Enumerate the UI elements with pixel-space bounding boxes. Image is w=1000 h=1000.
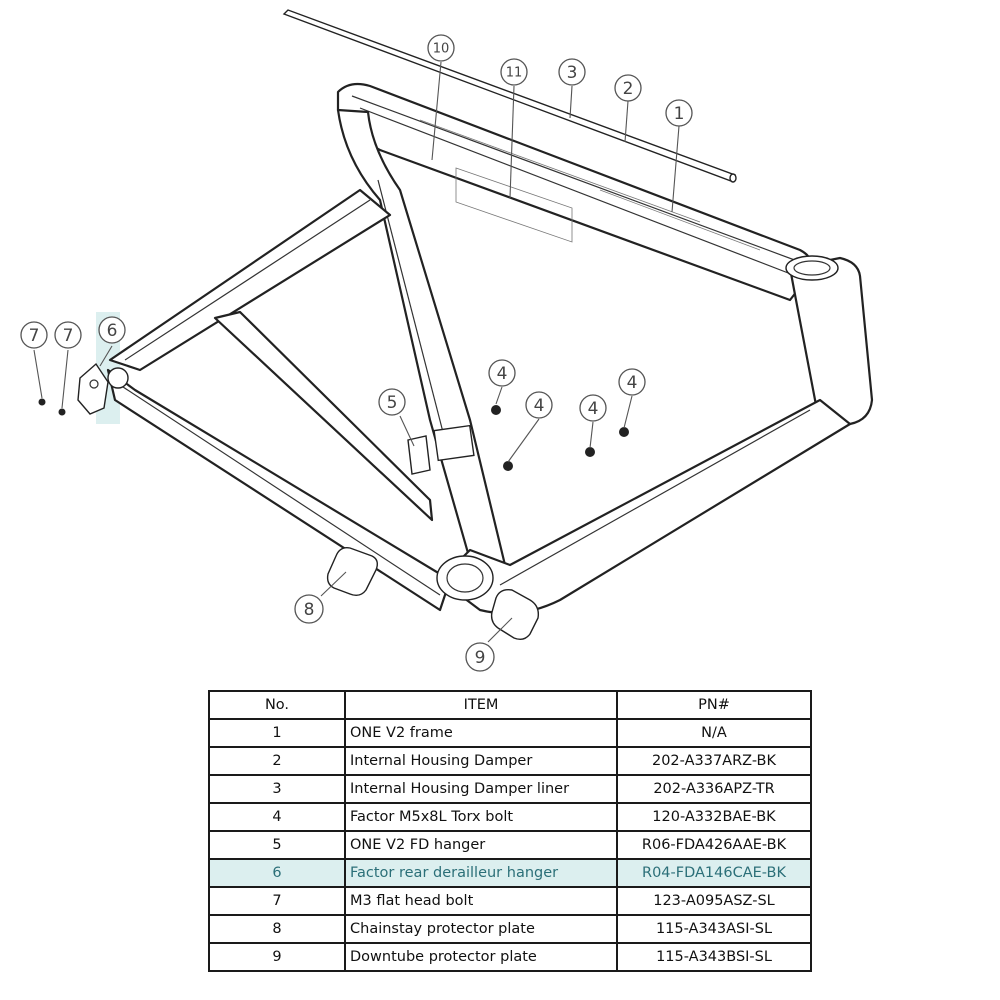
cell-item: Internal Housing Damper — [344, 746, 618, 776]
callout-1: 1 — [665, 99, 693, 127]
header-pn: PN# — [616, 690, 812, 720]
callout-4a-label: 4 — [497, 364, 508, 384]
callout-11: 11 — [500, 58, 528, 86]
callout-7a: 7 — [20, 321, 48, 349]
cell-no: 8 — [208, 914, 346, 944]
cell-no: 5 — [208, 830, 346, 860]
callout-1-label: 1 — [674, 104, 685, 124]
cell-no: 2 — [208, 746, 346, 776]
cell-item: Internal Housing Damper liner — [344, 774, 618, 804]
leader-lines — [33, 61, 680, 643]
cell-pn: 120-A332BAE-BK — [616, 802, 812, 832]
rear-derailleur-hanger-part — [77, 362, 109, 415]
cell-item: ONE V2 FD hanger — [344, 830, 618, 860]
callout-2-label: 2 — [623, 79, 634, 99]
m3-bolt-parts — [38, 398, 66, 416]
callout-8: 8 — [294, 594, 324, 624]
callout-8-label: 8 — [304, 600, 315, 620]
cell-pn: 115-A343BSI-SL — [616, 942, 812, 972]
cell-no: 9 — [208, 942, 346, 972]
callout-3-label: 3 — [567, 63, 578, 83]
cell-no: 1 — [208, 718, 346, 748]
fd-hanger-part — [407, 424, 475, 475]
callout-4c-label: 4 — [588, 399, 599, 419]
callout-10-label: 10 — [433, 42, 450, 57]
cell-pn: 123-A095ASZ-SL — [616, 886, 812, 916]
callout-5: 5 — [378, 388, 406, 416]
callout-4b: 4 — [525, 391, 553, 419]
cell-pn: N/A — [616, 718, 812, 748]
callout-4a: 4 — [488, 359, 516, 387]
callout-5-label: 5 — [387, 393, 398, 413]
callout-11-label: 11 — [506, 66, 523, 81]
callout-7b-label: 7 — [63, 326, 74, 346]
callout-4d-label: 4 — [627, 373, 638, 393]
callout-9-label: 9 — [475, 648, 486, 668]
callout-4b-label: 4 — [534, 396, 545, 416]
cell-pn: 115-A343ASI-SL — [616, 914, 812, 944]
callout-2: 2 — [614, 74, 642, 102]
chainstay-protector-plate-part — [326, 546, 379, 597]
cell-no: 4 — [208, 802, 346, 832]
callout-6: 6 — [98, 316, 126, 344]
callout-4c: 4 — [579, 394, 607, 422]
callout-7a-label: 7 — [29, 326, 40, 346]
cell-item: Chainstay protector plate — [344, 914, 618, 944]
cell-item: Downtube protector plate — [344, 942, 618, 972]
callout-4d: 4 — [618, 368, 646, 396]
callout-9: 9 — [465, 642, 495, 672]
housing-damper-liner-part — [282, 9, 737, 183]
callout-7b: 7 — [54, 321, 82, 349]
torx-bolt-parts — [491, 405, 629, 471]
cell-item: Factor rear derailleur hanger — [344, 858, 618, 888]
bike-frame-part — [106, 82, 874, 615]
cell-item: Factor M5x8L Torx bolt — [344, 802, 618, 832]
table-header-row: No. ITEM PN# — [208, 690, 812, 720]
callout-6-label: 6 — [107, 321, 118, 341]
cell-item: M3 flat head bolt — [344, 886, 618, 916]
exploded-frame-diagram: 1 2 3 4 4 4 4 5 6 7 7 8 — [20, 9, 874, 672]
callout-10: 10 — [427, 34, 455, 62]
cell-pn: 202-A336APZ-TR — [616, 774, 812, 804]
cell-item: ONE V2 frame — [344, 718, 618, 748]
cell-pn: R06-FDA426AAE-BK — [616, 830, 812, 860]
cell-pn: R04-FDA146CAE-BK — [616, 858, 812, 888]
cell-pn: 202-A337ARZ-BK — [616, 746, 812, 776]
header-no: No. — [208, 690, 346, 720]
cell-no: 6 — [208, 858, 346, 888]
callout-3: 3 — [558, 58, 586, 86]
cell-no: 7 — [208, 886, 346, 916]
header-item: ITEM — [344, 690, 618, 720]
cell-no: 3 — [208, 774, 346, 804]
